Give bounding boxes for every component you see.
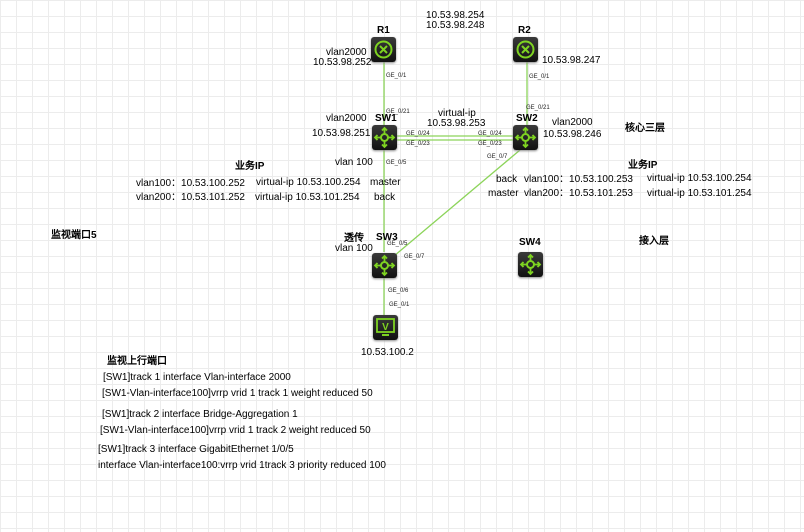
right-biz-vlan: vlan100：10.53.100.253 xyxy=(524,174,633,185)
switch-icon xyxy=(373,254,396,277)
port-label: GE_0/21 xyxy=(526,105,550,111)
port-label: GE_0/1 xyxy=(529,74,550,80)
port-label: GE_0/7 xyxy=(404,254,425,260)
switch-icon xyxy=(373,126,396,149)
port-label: GE_0/24 xyxy=(406,131,430,137)
config-line: [SW1]track 2 interface Bridge-Aggregatio… xyxy=(102,409,298,420)
config-line: [SW1]track 1 interface Vlan-interface 20… xyxy=(103,372,291,383)
r1-vlan: vlan2000 xyxy=(326,47,367,58)
r2-label: R2 xyxy=(518,25,531,36)
svg-text:V: V xyxy=(382,322,389,333)
r1-ip: 10.53.98.252 xyxy=(313,57,372,68)
sw2-label: SW2 xyxy=(516,113,538,124)
port-label: GE_0/1 xyxy=(389,302,410,308)
router-icon xyxy=(374,40,393,59)
switch-sw1[interactable] xyxy=(372,125,397,150)
right-biz-vip: virtual-ip 10.53.101.254 xyxy=(647,188,752,199)
port-label: GE_0/21 xyxy=(386,109,410,115)
link-sw2-sw3 xyxy=(393,149,521,257)
config-line: interface Vlan-interface100:vrrp vrid 1t… xyxy=(98,460,386,471)
sw3-label: SW3 xyxy=(376,232,398,243)
monitor-icon: V xyxy=(376,318,395,336)
port-label: GE_0/5 xyxy=(386,160,407,166)
sw1-vlan100: vlan 100 xyxy=(335,157,373,168)
left-biz-vip: virtual-ip 10.53.101.254 xyxy=(255,192,360,203)
pc-host[interactable]: V xyxy=(373,315,398,340)
switch-sw2[interactable] xyxy=(513,125,538,150)
port-label: GE_0/23 xyxy=(406,141,430,147)
right-biz-vip: virtual-ip 10.53.100.254 xyxy=(647,173,752,184)
sw1-ip: 10.53.98.251 xyxy=(312,128,371,139)
r1-label: R1 xyxy=(377,25,390,36)
sw4-label: SW4 xyxy=(519,237,541,248)
right-biz-title: 业务IP xyxy=(628,160,658,171)
monitor-port-label: 监视端口5 xyxy=(51,230,97,241)
left-biz-role: back xyxy=(374,192,396,203)
sw3-mode: 透传 xyxy=(344,233,364,244)
layer-access: 接入层 xyxy=(639,236,669,247)
port-label: GE_0/1 xyxy=(386,73,407,79)
left-biz-vip: virtual-ip 10.53.100.254 xyxy=(256,177,361,188)
port-label: GE_0/7 xyxy=(487,154,508,160)
top-ip-2: 10.53.98.248 xyxy=(426,20,485,31)
config-line: [SW1-Vlan-interface100]vrrp vrid 1 track… xyxy=(102,388,373,399)
left-biz-role: master xyxy=(370,177,401,188)
uplink-title: 监视上行端口 xyxy=(107,356,167,367)
router-r1[interactable] xyxy=(371,37,396,62)
config-line: [SW1]track 3 interface GigabitEthernet 1… xyxy=(98,444,294,455)
sw1-vlan: vlan2000 xyxy=(326,113,367,124)
sw1-label: SW1 xyxy=(375,113,397,124)
layer-core: 核心三层 xyxy=(625,123,665,134)
switch-icon xyxy=(519,253,542,276)
left-biz-vlan: vlan100：10.53.100.252 xyxy=(136,178,245,189)
port-label: GE_0/24 xyxy=(478,131,502,137)
switch-sw3[interactable] xyxy=(372,253,397,278)
port-label: GE_0/5 xyxy=(387,241,408,247)
vip-ip: 10.53.98.253 xyxy=(427,118,486,129)
right-biz-role: master xyxy=(488,188,519,199)
switch-icon xyxy=(514,126,537,149)
port-label: GE_0/6 xyxy=(388,288,409,294)
sw2-ip: 10.53.98.246 xyxy=(543,129,602,140)
switch-sw4[interactable] xyxy=(518,252,543,277)
right-biz-role: back xyxy=(496,174,518,185)
top-ip-1: 10.53.98.254 xyxy=(426,10,485,21)
sw3-vlan: vlan 100 xyxy=(335,243,373,254)
sw2-vlan: vlan2000 xyxy=(552,117,593,128)
router-r2[interactable] xyxy=(513,37,538,62)
pc-ip: 10.53.100.2 xyxy=(361,347,414,358)
vip-label: virtual-ip xyxy=(438,108,476,119)
left-biz-vlan: vlan200：10.53.101.252 xyxy=(136,192,245,203)
config-line: [SW1-Vlan-interface100]vrrp vrid 1 track… xyxy=(100,425,371,436)
r2-ip: 10.53.98.247 xyxy=(542,55,601,66)
port-label: GE_0/23 xyxy=(478,141,502,147)
router-icon xyxy=(516,40,535,59)
right-biz-vlan: vlan200：10.53.101.253 xyxy=(524,188,633,199)
left-biz-title: 业务IP xyxy=(235,161,265,172)
